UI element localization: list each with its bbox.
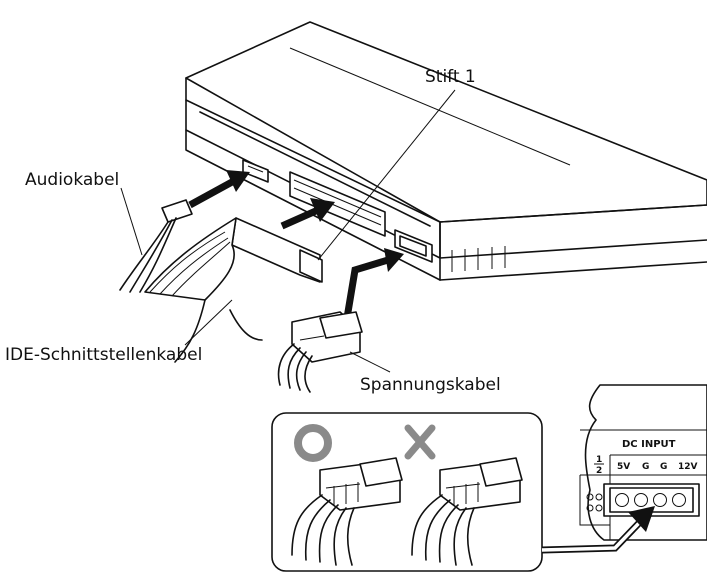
ide-arrow bbox=[280, 198, 335, 230]
pin-label-g1: G bbox=[642, 462, 649, 472]
dc-input-title: DC INPUT bbox=[622, 439, 676, 450]
pin-label-g2: G bbox=[660, 462, 667, 472]
audio-arrow bbox=[188, 170, 250, 209]
audio-cable bbox=[119, 199, 193, 293]
pin-label-5v: 5V bbox=[617, 462, 630, 472]
audio-cable-label: Audiokabel bbox=[25, 170, 119, 190]
pin1-label: Stift 1 bbox=[425, 67, 476, 87]
pin-number-2: 2 bbox=[596, 466, 602, 476]
pin-number-1: 1 bbox=[596, 455, 602, 465]
power-arrow bbox=[341, 248, 404, 331]
ide-cable bbox=[144, 217, 323, 363]
pin-label-12v: 12V bbox=[678, 462, 698, 472]
wrong-plug bbox=[411, 457, 523, 566]
power-cable-label: Spannungskabel bbox=[360, 375, 501, 395]
power-cable-plug bbox=[277, 311, 363, 393]
inset-arrow bbox=[541, 506, 655, 554]
leader-lines bbox=[120, 89, 456, 373]
ide-cable-label: IDE-Schnittstellenkabel bbox=[5, 345, 202, 365]
ide-port bbox=[289, 171, 386, 237]
wrong-mark-icon bbox=[404, 424, 436, 460]
correct-plug bbox=[291, 457, 403, 566]
rear-panel-detail: DC INPUT 1 2 5V G G 12V bbox=[579, 384, 707, 541]
correct-mark-icon bbox=[294, 424, 332, 462]
power-port bbox=[394, 229, 433, 263]
connector-orientation-inset bbox=[271, 412, 543, 572]
audio-port bbox=[242, 159, 269, 183]
